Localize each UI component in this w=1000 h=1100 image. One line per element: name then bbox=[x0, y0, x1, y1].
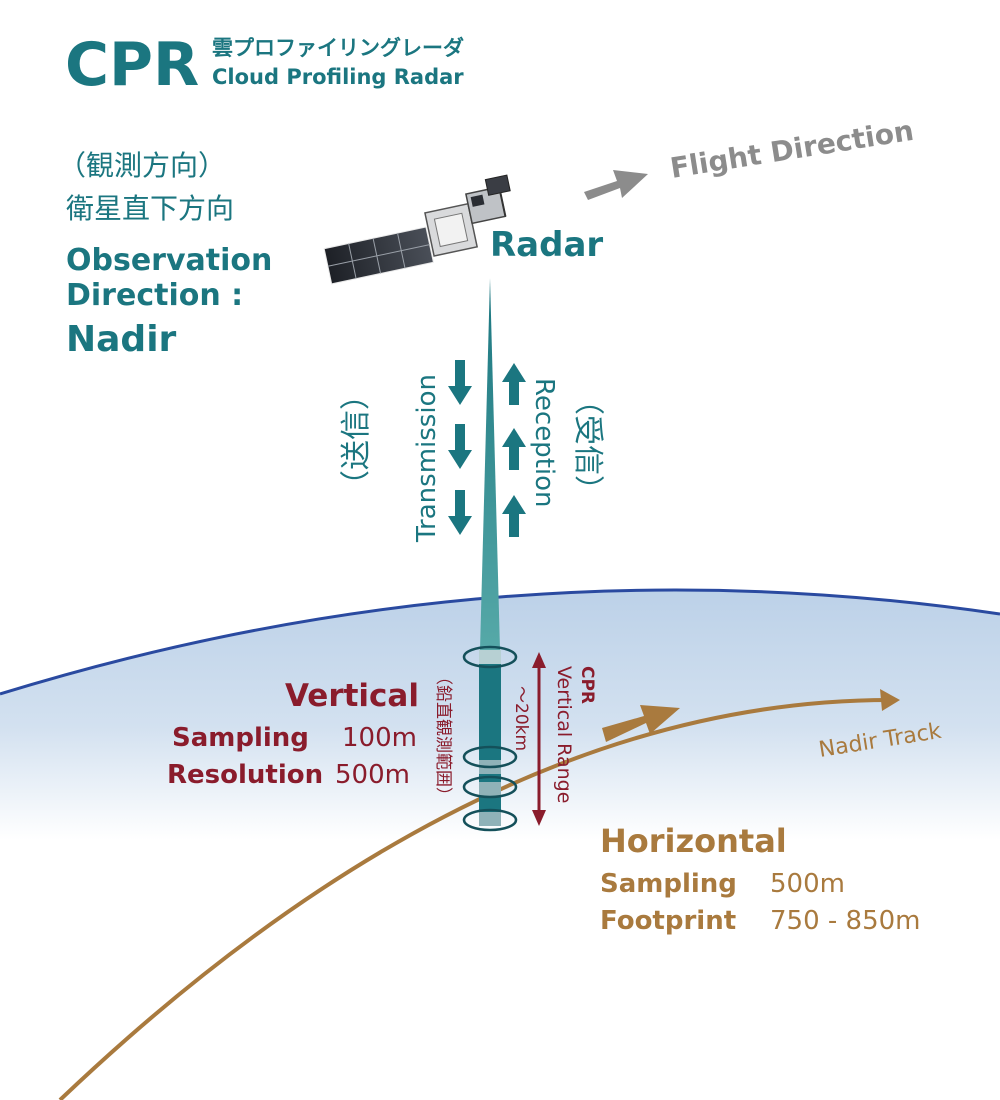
vertical-range-label: Vertical Range bbox=[553, 666, 575, 803]
observation-jp-line2: 衛星直下方向 bbox=[66, 192, 234, 225]
flight-direction-label: Flight Direction bbox=[668, 114, 916, 185]
vertical-range-cpr: CPR bbox=[577, 666, 597, 704]
footprint-ellipse-bottom bbox=[462, 808, 518, 832]
transmission-arrow-1 bbox=[448, 360, 472, 405]
vertical-range-value: ～20km bbox=[511, 686, 531, 751]
earth-horizon-line bbox=[0, 588, 1000, 696]
reception-en: Reception bbox=[529, 378, 559, 508]
transmission-jp: （送信） bbox=[339, 380, 374, 500]
transmission-arrow-2 bbox=[448, 424, 472, 469]
vertical-heading: Vertical bbox=[285, 678, 419, 714]
reception-jp: （受信） bbox=[570, 385, 605, 505]
reception-arrow-3 bbox=[502, 495, 526, 537]
reception-arrow-2 bbox=[502, 428, 526, 470]
range-gate-light-3 bbox=[479, 782, 501, 796]
range-gate-light-4 bbox=[479, 812, 501, 826]
vertical-resolution-value: 500m bbox=[335, 760, 410, 790]
nadir-track-curve bbox=[58, 698, 891, 1100]
footprint-ellipse-3 bbox=[462, 775, 518, 799]
observation-en-line2: Direction : bbox=[66, 278, 243, 313]
transmission-arrow-3 bbox=[448, 490, 472, 535]
vertical-range-arrow-up bbox=[532, 652, 546, 668]
reception-arrows bbox=[502, 363, 526, 537]
horizontal-footprint-value: 750 - 850m bbox=[770, 906, 921, 936]
reception-arrow-1 bbox=[502, 363, 526, 405]
vertical-range-jp: （鉛直観測範囲） bbox=[433, 668, 453, 804]
flight-direction-arrow bbox=[584, 170, 648, 200]
footprint-ellipse-2 bbox=[462, 745, 518, 769]
range-gate-light-1 bbox=[479, 650, 501, 664]
nadir-track-arrowhead bbox=[880, 689, 900, 711]
satellite bbox=[323, 174, 511, 285]
radar-beam bbox=[480, 278, 500, 650]
title-en: Cloud Profiling Radar bbox=[212, 65, 464, 89]
vertical-sampling-value: 100m bbox=[342, 723, 417, 753]
vertical-sampling-label: Sampling bbox=[172, 723, 309, 753]
range-gate-column bbox=[479, 656, 501, 824]
horizontal-sampling-label: Sampling bbox=[600, 869, 737, 899]
title-jp: 雲プロファイリングレーダ bbox=[212, 36, 464, 60]
horizontal-footprint-label: Footprint bbox=[600, 906, 736, 936]
horizontal-sampling-value: 500m bbox=[770, 869, 845, 899]
transmission-arrows bbox=[448, 360, 472, 535]
radar-dish bbox=[484, 174, 511, 196]
title-abbr: CPR bbox=[65, 30, 199, 100]
observation-en-value: Nadir bbox=[66, 319, 177, 360]
transmission-en: Transmission bbox=[412, 374, 442, 543]
ground-direction-arrow bbox=[602, 705, 680, 742]
vertical-resolution-label: Resolution bbox=[167, 760, 323, 790]
horizontal-heading: Horizontal bbox=[600, 822, 787, 860]
observation-en-line1: Observation bbox=[66, 243, 272, 278]
observation-jp-line1: （観測方向） bbox=[58, 149, 226, 182]
vertical-range-arrow-down bbox=[532, 810, 546, 826]
footprint-ellipse-top bbox=[462, 645, 518, 669]
radar-label: Radar bbox=[490, 225, 603, 265]
